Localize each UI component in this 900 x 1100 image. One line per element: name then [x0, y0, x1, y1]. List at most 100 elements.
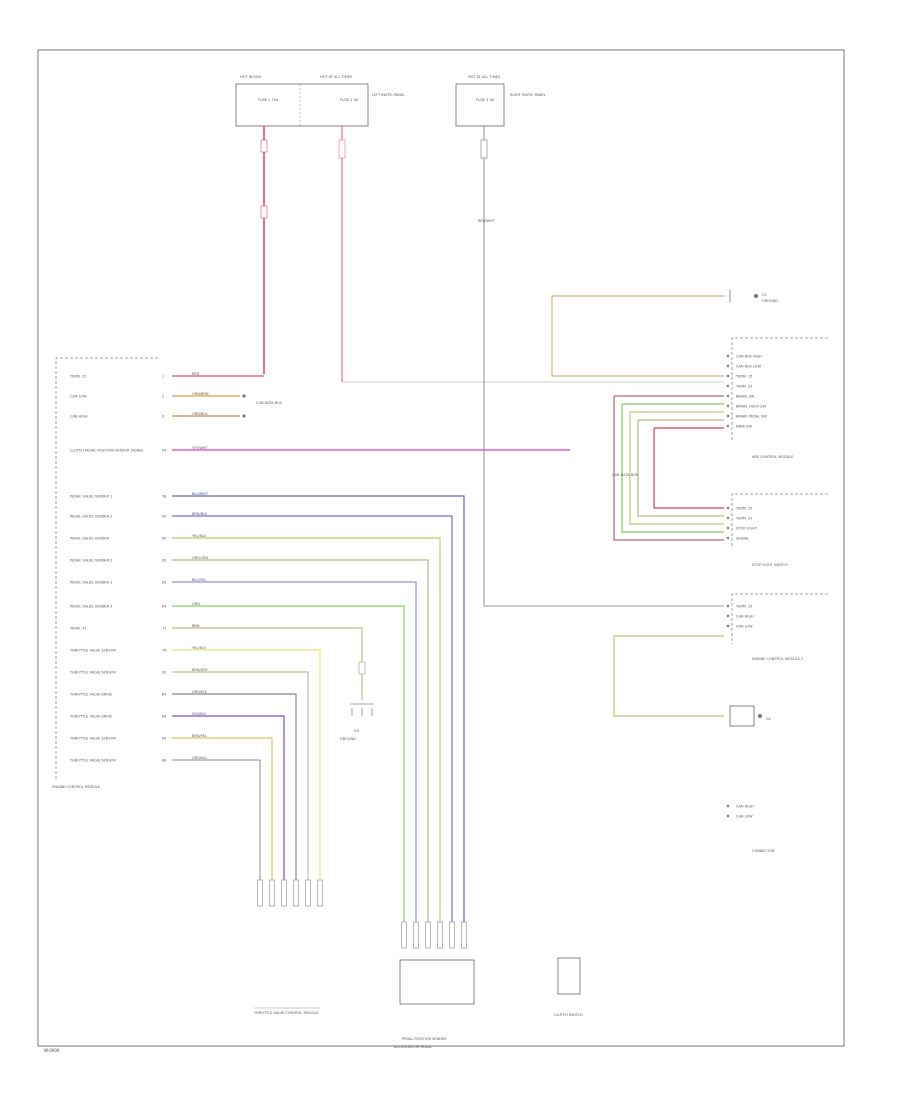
ecm-pin-label: CAN LOW — [70, 395, 87, 399]
ecm-name: ENGINE CONTROL MODULE — [52, 785, 100, 789]
ecm-wire-harness — [172, 375, 570, 949]
module-pin — [726, 364, 730, 368]
clutch-switch: CLUTCH SWITCH — [554, 957, 583, 1017]
ecm-pin-number: 84 — [162, 715, 167, 719]
ecm-pin-label: PEDAL VALUE SENDER 2 — [70, 515, 112, 519]
right-top-ground: GROUND G1 — [551, 290, 778, 377]
module-pin-label: BRAKE SW — [736, 395, 755, 399]
throttle-valve-connector: THROTTLE VALVE CONTROL MODULE — [253, 1007, 320, 1015]
ecm-wire-color: VIO/BLU — [192, 712, 207, 716]
ecm-wire-color: GRY/BLU — [192, 756, 207, 760]
ecm-wire-color: YEL/BLK — [192, 646, 207, 650]
ecm-wire-color: ORN/BLK — [192, 412, 208, 416]
ecm-wire-color: BRN/BLU — [192, 512, 208, 516]
ecm-pin-number: 59 — [162, 515, 166, 519]
ecm-pin-label: PEDAL VALUE SENDER 1 — [70, 495, 112, 499]
ecm-pin-label: THROTTLE VALVE SENSOR — [69, 759, 116, 763]
connector-terminal — [305, 879, 311, 907]
fuse-right-terminal — [480, 139, 488, 159]
right-top-ground-label: GROUND — [762, 299, 778, 303]
ecm-wire — [172, 537, 441, 948]
ecm-wire-color: GRY/BLK — [192, 690, 208, 694]
ecm-pin-label: PEDAL VALUE SENDER — [70, 537, 110, 541]
module-pin-label: BRAKE PEDAL SW — [736, 415, 767, 419]
pedal-sub: ACCELERATOR PEDAL — [394, 1045, 432, 1049]
module-pin-label: TERM. 15 — [735, 375, 752, 379]
module-pin-label: TERM. 31 — [735, 385, 752, 389]
center-ground: G3 GROUND — [340, 636, 374, 741]
ecm-wire-color: BRN/YEL — [192, 734, 207, 738]
ecm-wire-color: YEL/BLU — [192, 534, 207, 538]
ecm-wire — [172, 649, 321, 906]
ecm-pin-label: THROTTLE VALVE SENSOR — [69, 649, 116, 653]
ecm-wire — [172, 759, 261, 906]
wires-module-1-2: CAN DATA BUS — [612, 395, 724, 541]
module-pin — [726, 414, 730, 418]
connector-terminal — [413, 921, 419, 949]
right-module-2-name: STOP LIGHT SWITCH — [752, 563, 788, 567]
ecm-pin-number: 62 — [162, 581, 166, 585]
module-pin-label: STOP LIGHT — [736, 527, 758, 531]
ecm-pin-number: 58 — [162, 495, 166, 499]
module-pin-label: CAN BUS HIGH — [736, 355, 762, 359]
connector-terminal — [281, 879, 287, 907]
ecm-wire-color: VIO/WHT — [192, 446, 208, 450]
ecm-pin-label: CAN HIGH — [70, 415, 88, 419]
fuse-right-box-label: FUSE 3 5A — [476, 98, 495, 102]
module-pin-label: BRAKE LIGHT SW — [736, 405, 767, 409]
ecm-wire — [172, 581, 417, 948]
module-pin — [726, 506, 730, 510]
ecm-pin-number: 54 — [162, 449, 167, 453]
page-code: W-0000 — [44, 1048, 60, 1053]
ecm-pin-number: 1 — [162, 375, 164, 379]
ground-center: G3 — [354, 729, 359, 733]
ecm-pin-number: 71 — [162, 627, 166, 631]
ecm-pin-number: 76 — [162, 649, 166, 653]
fuse-box-right: HOT AT ALL TIMES FUSE 3 5A RIGHT INSTR. … — [455, 75, 546, 127]
module-pin-label: CAN BUS LOW — [736, 365, 761, 369]
ecm-pin-label: THROTTLE VALVE DRIVE — [69, 693, 112, 697]
ecm-wire-color: BLU/WHT — [192, 492, 209, 496]
connector-terminal — [317, 879, 323, 907]
connector-terminal — [425, 921, 431, 949]
right-top-ground: G1 — [762, 293, 767, 297]
pedal-name: PEDAL POSITION SENDER — [402, 1037, 447, 1041]
connector-terminal — [449, 921, 455, 949]
ecm-wire-color: RED — [192, 372, 200, 376]
ecm-wire — [172, 737, 273, 906]
module-pin — [726, 804, 730, 808]
fuse-right-label: HOT AT ALL TIMES — [468, 75, 501, 79]
module-pin-label: CAN HIGH — [736, 805, 754, 809]
connector-terminal — [401, 921, 407, 949]
ecm-pin-number: 61 — [162, 559, 166, 563]
ecm-pin-label: PEDAL VALUE SENDER 1 — [70, 581, 112, 585]
ecm-pin-label: TERM. 15 — [69, 375, 86, 379]
can-note: CAN DATA BUS — [612, 473, 639, 477]
module-pin-label: SIGNAL — [736, 537, 749, 541]
ecm-wire — [172, 605, 405, 948]
module-pin-label: TERM. 15 — [735, 605, 752, 609]
ecm-wire-color: ORN/BRN — [192, 392, 209, 396]
ecm-pin-label: TERM. 31 — [69, 627, 86, 631]
module-pin — [726, 424, 730, 428]
ecm-pin-number: 60 — [162, 537, 166, 541]
module-pin — [726, 384, 730, 388]
fuse-right-note: RIGHT INSTR. PANEL — [510, 93, 546, 97]
ecm-pin-number: 3 — [162, 415, 164, 419]
connector-terminal — [257, 879, 263, 907]
ecm-pin-number: 63 — [162, 605, 166, 609]
module-pin-label: TERM. 31 — [735, 517, 752, 521]
clutch-name: CLUTCH SWITCH — [554, 1013, 583, 1017]
fuse-box-left: HOT IN RUN FUSE 1 15A HOT AT ALL TIMES F… — [235, 75, 405, 127]
ecm-wire — [172, 693, 297, 906]
ecm-wire — [172, 627, 363, 636]
ecm-pin-number: 85 — [162, 737, 166, 741]
ecm-wire — [172, 495, 465, 948]
right-module-4-name: CONNECTOR — [752, 849, 775, 853]
splice-point — [242, 394, 246, 398]
ecm-pin-label: CLUTCH PEDAL POSITION SENSOR SIGNAL — [70, 449, 144, 453]
ecm-pin-number: 2 — [162, 395, 164, 399]
ecm-wire-color: BRN/GRY — [192, 668, 209, 672]
module-pin — [726, 404, 730, 408]
